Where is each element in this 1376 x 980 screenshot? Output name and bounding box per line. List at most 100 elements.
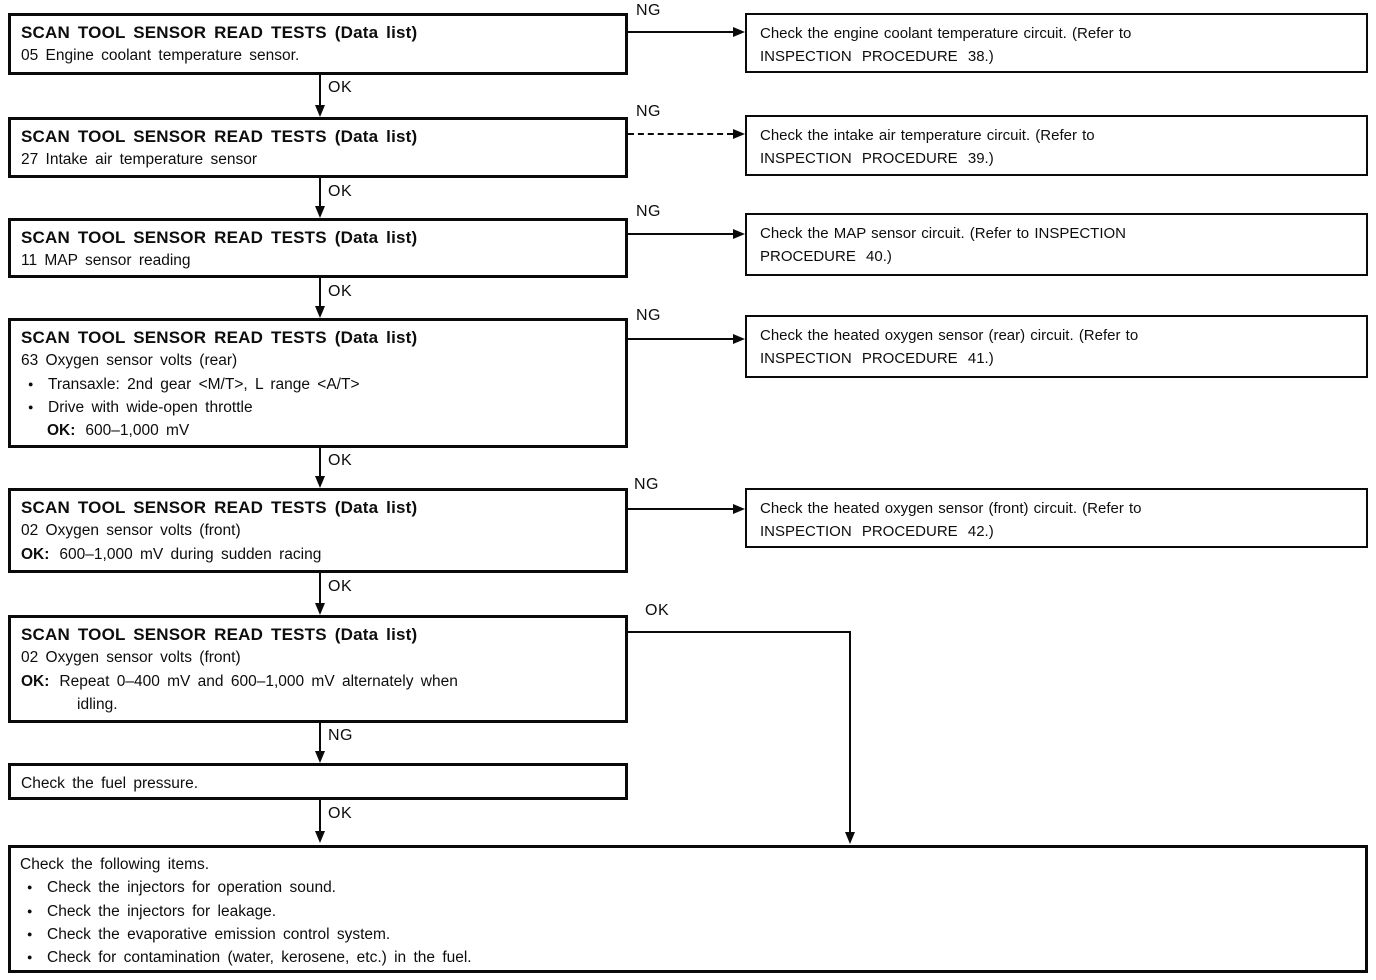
- bullet-icon: ●: [28, 378, 34, 389]
- action-text-line1: Check the MAP sensor circuit. (Refer to …: [760, 225, 1126, 242]
- flow-line: [319, 178, 321, 208]
- action-text-line1: Check the intake air temperature circuit…: [760, 127, 1095, 144]
- step-o2-rear-test: SCAN TOOL SENSOR READ TESTS (Data list) …: [8, 318, 628, 448]
- flow-line: [628, 133, 733, 135]
- action-text-line2: INSPECTION PROCEDURE 39.): [760, 149, 994, 167]
- flow-line: [628, 338, 733, 340]
- flow-line: [319, 448, 321, 478]
- final-check-text: Check the evaporative emission control s…: [47, 925, 391, 943]
- bullet-icon: ●: [27, 882, 33, 893]
- flow-line: [319, 723, 321, 753]
- ok-criteria: OK: 600–1,000 mV during sudden racing: [21, 543, 615, 566]
- final-check-text: Check the injectors for operation sound.: [47, 879, 336, 897]
- ok-criteria-text: 600–1,000 mV during sudden racing: [59, 545, 322, 563]
- arrow-down-icon: [315, 751, 325, 763]
- arrow-right-icon: [733, 129, 745, 139]
- final-checks-intro: Check the following items.: [20, 856, 210, 873]
- ok-label: OK: [645, 602, 670, 619]
- step-title: SCAN TOOL SENSOR READ TESTS (Data list): [21, 498, 418, 517]
- final-check-item: ● Check the evaporative emission control…: [20, 923, 1355, 946]
- bullet-icon: ●: [28, 401, 34, 412]
- step-title: SCAN TOOL SENSOR READ TESTS (Data list): [21, 127, 418, 146]
- step-detail: 02 Oxygen sensor volts (front): [21, 649, 241, 667]
- action-map-circuit: Check the MAP sensor circuit. (Refer to …: [745, 213, 1368, 276]
- step-detail: 05 Engine coolant temperature sensor.: [21, 47, 300, 65]
- arrow-right-icon: [733, 334, 745, 344]
- condition-text: Drive with wide-open throttle: [48, 398, 253, 416]
- arrow-down-icon: [315, 105, 325, 117]
- final-check-item: ● Check the injectors for operation soun…: [20, 876, 1355, 899]
- arrow-down-icon: [315, 306, 325, 318]
- ok-criteria-text: 600–1,000 mV: [85, 422, 190, 440]
- flow-line: [319, 278, 321, 308]
- ok-label: OK: [328, 79, 353, 96]
- final-check-text: Check for contamination (water, kerosene…: [47, 949, 472, 966]
- ok-criteria-text: Repeat 0–400 mV and 600–1,000 mV alterna…: [59, 672, 458, 690]
- ng-label: NG: [636, 203, 661, 220]
- arrow-down-icon: [315, 603, 325, 615]
- flow-line: [628, 31, 733, 33]
- arrow-right-icon: [733, 27, 745, 37]
- step-coolant-temp-test: SCAN TOOL SENSOR READ TESTS (Data list) …: [8, 13, 628, 75]
- ng-label: NG: [636, 307, 661, 324]
- step-title: SCAN TOOL SENSOR READ TESTS (Data list): [21, 625, 418, 644]
- flow-line: [628, 508, 733, 510]
- ok-label: OK: [328, 578, 353, 595]
- fuel-pressure-text: Check the fuel pressure.: [21, 775, 199, 792]
- action-text-line2: INSPECTION PROCEDURE 38.): [760, 47, 994, 65]
- action-text-line2: PROCEDURE 40.): [760, 247, 892, 265]
- step-detail: 27 Intake air temperature sensor: [21, 151, 258, 169]
- ok-label: OK: [328, 183, 353, 200]
- flow-line: [319, 75, 321, 107]
- arrow-down-icon: [315, 206, 325, 218]
- bullet-icon: ●: [27, 952, 33, 962]
- ok-criteria-label: OK:: [47, 422, 76, 440]
- action-intake-air-circuit: Check the intake air temperature circuit…: [745, 115, 1368, 176]
- step-detail: 63 Oxygen sensor volts (rear): [21, 352, 238, 370]
- step-detail: 11 MAP sensor reading: [21, 252, 191, 270]
- ok-criteria-continuation: idling.: [77, 695, 118, 713]
- action-text-line1: Check the heated oxygen sensor (front) c…: [760, 500, 1142, 517]
- ng-label: NG: [328, 727, 353, 744]
- ok-criteria: OK: Repeat 0–400 mV and 600–1,000 mV alte…: [21, 670, 615, 693]
- step-map-sensor-test: SCAN TOOL SENSOR READ TESTS (Data list) …: [8, 218, 628, 278]
- ok-label: OK: [328, 452, 353, 469]
- ok-label: OK: [328, 805, 353, 822]
- ok-criteria-label: OK:: [21, 672, 50, 690]
- arrow-down-icon: [845, 832, 855, 844]
- final-check-item: ● Check for contamination (water, kerose…: [20, 946, 1355, 969]
- arrow-right-icon: [733, 504, 745, 514]
- action-coolant-circuit: Check the engine coolant temperature cir…: [745, 13, 1368, 73]
- ng-label: NG: [636, 103, 661, 120]
- arrow-right-icon: [733, 229, 745, 239]
- flow-line: [628, 631, 851, 633]
- action-o2-front-circuit: Check the heated oxygen sensor (front) c…: [745, 488, 1368, 548]
- ok-label: OK: [328, 283, 353, 300]
- flow-line: [319, 800, 321, 833]
- action-text-line1: Check the heated oxygen sensor (rear) ci…: [760, 327, 1139, 344]
- ok-criteria-label: OK:: [21, 545, 50, 563]
- condition-item: ● Drive with wide-open throttle: [21, 396, 615, 419]
- arrow-down-icon: [315, 831, 325, 843]
- condition-item: ● Transaxle: 2nd gear <M/T>, L range <A/…: [21, 373, 615, 396]
- bullet-icon: ●: [27, 928, 33, 939]
- final-checks-box: Check the following items. ● Check the i…: [8, 845, 1368, 973]
- ok-criteria: OK: 600–1,000 mV: [47, 419, 615, 442]
- ng-label: NG: [636, 2, 661, 19]
- action-text-line2: INSPECTION PROCEDURE 41.): [760, 349, 994, 367]
- step-o2-front-racing-test: SCAN TOOL SENSOR READ TESTS (Data list) …: [8, 488, 628, 573]
- step-intake-air-test: SCAN TOOL SENSOR READ TESTS (Data list) …: [8, 117, 628, 178]
- step-title: SCAN TOOL SENSOR READ TESTS (Data list): [21, 328, 418, 347]
- action-text-line1: Check the engine coolant temperature cir…: [760, 25, 1132, 42]
- final-check-item: ● Check the injectors for leakage.: [20, 900, 1355, 923]
- bullet-icon: ●: [27, 905, 33, 916]
- arrow-down-icon: [315, 476, 325, 488]
- flow-line: [849, 631, 851, 834]
- action-text-line2: INSPECTION PROCEDURE 42.): [760, 522, 994, 540]
- step-detail: 02 Oxygen sensor volts (front): [21, 522, 241, 540]
- condition-text: Transaxle: 2nd gear <M/T>, L range <A/T>: [48, 375, 360, 393]
- final-check-text: Check the injectors for leakage.: [47, 902, 277, 920]
- flow-line: [319, 573, 321, 605]
- fuel-pressure-box: Check the fuel pressure.: [8, 763, 628, 800]
